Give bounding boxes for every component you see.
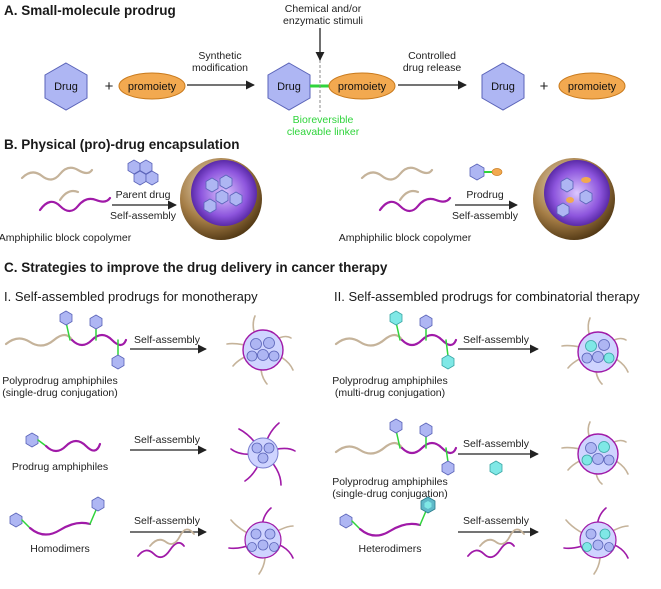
promoiety-label: promoiety xyxy=(128,81,177,93)
released-drug-label: Drug xyxy=(491,81,515,93)
left-row3-label: Homodimers xyxy=(30,543,90,555)
prodrug-label: Prodrug xyxy=(466,189,504,201)
polyprodrug-multi-right xyxy=(334,310,458,370)
self-assembly-right-2: Self-assembly xyxy=(463,438,530,450)
nanoparticle-1 xyxy=(180,158,262,240)
self-assembly-label-b2: Self-assembly xyxy=(452,210,519,222)
release-label: drug release xyxy=(403,62,462,74)
modification-label: modification xyxy=(192,62,248,74)
prodrug-icon xyxy=(469,163,503,181)
self-assembly-left-3: Self-assembly xyxy=(134,515,201,527)
drug-label: Drug xyxy=(54,81,78,93)
self-assembly-left-2: Self-assembly xyxy=(134,434,201,446)
left-row2-label: Prodrug amphiphiles xyxy=(12,461,108,473)
prodrug-promoiety-label: promoiety xyxy=(338,81,387,93)
promoiety-ellipse: promoiety xyxy=(118,72,186,100)
micelle-right-3 xyxy=(563,507,629,575)
free-drug-hexagon xyxy=(489,460,503,476)
right-row1-label-2: (multi-drug conjugation) xyxy=(335,387,445,399)
right-row1-label-1: Polyprodrug amphiphiles xyxy=(332,375,448,387)
combinatorial-heading: II. Self-assembled prodrugs for combinat… xyxy=(334,289,640,304)
right-row2-label-1: Polyprodrug amphiphiles xyxy=(332,476,448,488)
polymer-additive-right xyxy=(467,528,525,559)
nanoparticle-2 xyxy=(533,158,615,240)
heterodimer-right xyxy=(339,496,436,537)
self-assembly-right-1: Self-assembly xyxy=(463,334,530,346)
left-row1-label-1: Polyprodrug amphiphiles xyxy=(2,375,118,387)
copolymer-label-2: Amphiphilic block copolymer xyxy=(339,232,472,244)
plus-sign: + xyxy=(105,78,114,95)
monotherapy-heading: I. Self-assembled prodrugs for monothera… xyxy=(4,289,258,304)
self-assembly-left-1: Self-assembly xyxy=(134,334,201,346)
released-drug-hexagon: Drug xyxy=(481,62,525,111)
controlled-label: Controlled xyxy=(408,50,456,62)
parent-drug-label: Parent drug xyxy=(116,189,171,201)
released-promoiety-label: promoiety xyxy=(568,81,617,93)
prodrug-conjugate: Drug promoiety xyxy=(267,62,396,111)
prodrug-amphiphile-left xyxy=(25,432,102,453)
right-row2-label-2: (single-drug conjugation) xyxy=(332,488,448,500)
linker-label-1: Bioreversible xyxy=(293,114,354,126)
polyprodrug-single-right xyxy=(334,418,458,476)
parent-drug-cluster xyxy=(127,159,159,186)
self-assembly-label-b1: Self-assembly xyxy=(110,210,177,222)
drug-hexagon: Drug xyxy=(44,62,88,111)
synthetic-label: Synthetic xyxy=(198,50,241,62)
block-copolymer-1 xyxy=(20,166,112,213)
self-assembly-right-3: Self-assembly xyxy=(463,515,530,527)
polyprodrug-single-left xyxy=(4,310,128,370)
block-copolymer-2 xyxy=(360,166,452,213)
plus-sign-2: + xyxy=(540,78,549,95)
stimuli-label-1: Chemical and/or xyxy=(285,3,362,15)
micelle-left-3 xyxy=(228,507,294,575)
polymer-additive-left xyxy=(137,528,195,559)
right-row3-label: Heterodimers xyxy=(358,543,421,555)
left-row1-label-2: (single-drug conjugation) xyxy=(2,387,118,399)
micelle-right-1 xyxy=(561,317,629,385)
stimuli-label-2: enzymatic stimuli xyxy=(283,15,363,27)
copolymer-label-1: Amphiphilic block copolymer xyxy=(0,232,132,244)
section-b-title: B. Physical (pro)-drug encapsulation xyxy=(4,137,240,152)
micelle-left-2 xyxy=(230,422,296,486)
prodrug-drug-label: Drug xyxy=(277,81,301,93)
micelle-left-1 xyxy=(226,315,294,385)
released-promoiety-ellipse: promoiety xyxy=(558,72,626,100)
homodimer-left xyxy=(9,496,105,536)
micelle-right-2 xyxy=(561,421,629,485)
section-c-title: C. Strategies to improve the drug delive… xyxy=(4,260,388,275)
section-a-title: A. Small-molecule prodrug xyxy=(4,3,176,18)
linker-label-2: cleavable linker xyxy=(287,126,360,138)
